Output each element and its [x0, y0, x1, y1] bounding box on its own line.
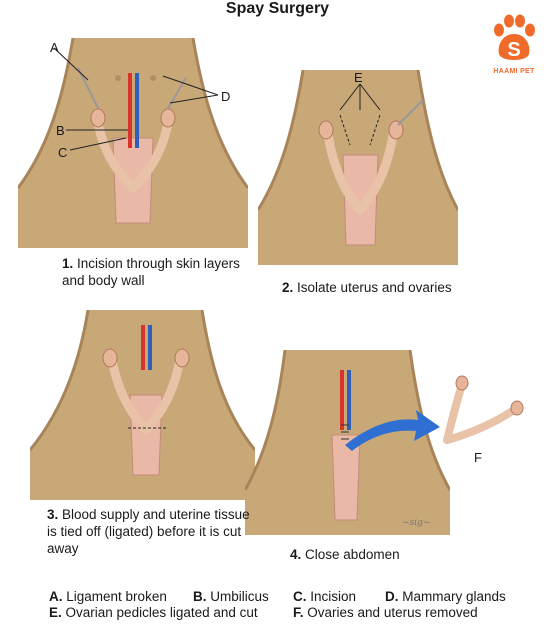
- panel-4-caption: 4. Close abdomen: [290, 547, 400, 562]
- svg-text:S: S: [507, 39, 520, 61]
- panel-1-illustration: [18, 38, 248, 248]
- label-f: F: [474, 450, 482, 465]
- legend-c: C. Incision: [293, 589, 357, 604]
- artist-signature: ~sig~: [402, 518, 431, 528]
- panel-4-illustration: [245, 350, 450, 535]
- label-e: E: [354, 70, 363, 85]
- panel-3-caption: 3. Blood supply and uterine tissue is ti…: [47, 507, 250, 556]
- removed-uterus-illustration: [443, 375, 524, 444]
- panel-2-caption: 2. Isolate uterus and ovaries: [282, 280, 452, 295]
- panel-1-caption: 1. Incision through skin layers and body…: [62, 256, 240, 288]
- legend-a: A. Ligament broken: [49, 589, 167, 604]
- label-a: A: [50, 40, 59, 55]
- label-d: D: [221, 89, 231, 104]
- blue-arrow-icon: [345, 410, 440, 451]
- page-title: Spay Surgery: [225, 0, 330, 17]
- legend-b: B. Umbilicus: [193, 589, 269, 604]
- legend-f: F. Ovaries and uterus removed: [293, 605, 478, 620]
- legend-e: E. Ovarian pedicles ligated and cut: [49, 605, 258, 620]
- legend-d: D. Mammary glands: [385, 589, 506, 604]
- label-b: B: [56, 123, 65, 138]
- panel-2-illustration: [258, 70, 458, 265]
- panel-3-illustration: [30, 310, 255, 500]
- label-c: C: [58, 145, 68, 160]
- logo-text: HAAMI PET: [493, 68, 535, 75]
- paw-logo-icon: S: [494, 14, 535, 61]
